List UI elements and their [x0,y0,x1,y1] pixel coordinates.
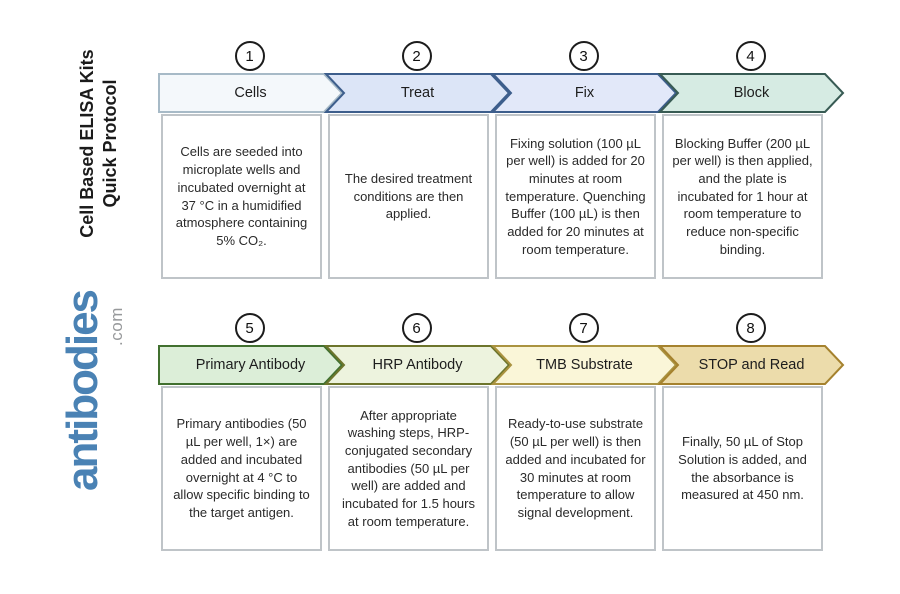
chevron-polygon [158,345,344,385]
step-number: 3 [579,47,588,65]
step-description-box: After appropriate washing steps, HRP-con… [328,386,489,551]
chevron-arrow-shape [657,73,845,113]
vertical-page-title: Cell Based ELISA Kits Quick Protocol [76,41,121,246]
step-description: Primary antibodies (50 µL per well, 1×) … [173,416,310,520]
step-description: Finally, 50 µL of Stop Solution is added… [678,434,807,503]
step-number-badge: 6 [401,313,432,343]
brand-tld: .com [107,307,126,346]
step-label: Treat [400,85,435,101]
chevron-polygon [490,73,678,113]
chevron-polygon [490,345,678,385]
step-arrow-banner: Cells [158,73,344,113]
chevron-polygon [158,73,344,113]
chevron-arrow-shape [490,345,678,385]
step-column: 6 HRP Antibody After appropriate washing… [323,313,511,551]
step-number-badge: 5 [234,313,265,343]
step-number: 4 [746,47,755,65]
chevron-arrow-shape [657,345,845,385]
step-label: STOP and Read [698,357,805,373]
step-label: Block [733,85,770,101]
step-label: HRP Antibody [372,357,463,373]
step-description-box: Fixing solution (100 µL per well) is add… [495,114,656,279]
step-number-badge: 1 [234,41,265,71]
step-label: TMB Substrate [536,357,633,373]
protocol-row-2: 5 Primary Antibody Primary antibodies (5… [158,313,845,551]
page-title-line1: Cell Based ELISA Kits [77,49,97,238]
step-description: Fixing solution (100 µL per well) is add… [505,135,646,257]
step-arrow-banner: Fix [490,73,678,113]
step-number-badge: 3 [568,41,599,71]
step-number-badge: 7 [568,313,599,343]
chevron-polygon [323,345,511,385]
step-label: Fix [574,85,595,101]
chevron-polygon [657,345,845,385]
brand-logo: antibodies .com [58,291,126,491]
step-description-box: Blocking Buffer (200 µL per well) is the… [662,114,823,279]
step-arrow-banner: TMB Substrate [490,345,678,385]
step-description-box: Finally, 50 µL of Stop Solution is added… [662,386,823,551]
step-description-box: Primary antibodies (50 µL per well, 1×) … [161,386,322,551]
step-number: 1 [245,47,254,65]
step-description: Blocking Buffer (200 µL per well) is the… [672,135,813,257]
protocol-row-1: 1 Cells Cells are seeded into microplate… [158,41,845,279]
step-column: 8 STOP and Read Finally, 50 µL of Stop S… [657,313,845,551]
chevron-arrow-shape [323,73,511,113]
chevron-arrow-shape [323,345,511,385]
step-column: 2 Treat The desired treatment conditions… [323,41,511,279]
step-number: 5 [245,319,254,337]
step-number-badge: 8 [735,313,766,343]
step-description-box: The desired treatment conditions are the… [328,114,489,279]
step-description: Ready-to-use substrate (50 µL per well) … [505,416,646,520]
step-arrow-banner: Block [657,73,845,113]
step-description-box: Cells are seeded into microplate wells a… [161,114,322,279]
chevron-arrow-shape [158,345,344,385]
step-arrow-banner: STOP and Read [657,345,845,385]
step-column: 3 Fix Fixing solution (100 µL per well) … [490,41,678,279]
step-number: 8 [746,319,755,337]
step-number: 2 [412,47,421,65]
chevron-polygon [323,73,511,113]
step-column: 7 TMB Substrate Ready-to-use substrate (… [490,313,678,551]
brand-wordmark: antibodies [58,290,107,491]
chevron-arrow-shape [490,73,678,113]
step-number: 7 [579,319,588,337]
step-description: The desired treatment conditions are the… [344,170,473,222]
step-description: Cells are seeded into microplate wells a… [175,144,308,248]
step-column: 1 Cells Cells are seeded into microplate… [158,41,344,279]
chevron-arrow-shape [158,73,344,113]
step-description: After appropriate washing steps, HRP-con… [342,407,475,529]
step-arrow-banner: Primary Antibody [158,345,344,385]
step-label: Primary Antibody [195,357,306,373]
step-label: Cells [234,85,267,101]
step-number-badge: 4 [735,41,766,71]
step-description-box: Ready-to-use substrate (50 µL per well) … [495,386,656,551]
chevron-polygon [657,73,845,113]
step-arrow-banner: Treat [323,73,511,113]
step-column: 5 Primary Antibody Primary antibodies (5… [158,313,344,551]
step-arrow-banner: HRP Antibody [323,345,511,385]
page-title-line2: Quick Protocol [99,79,120,208]
step-number: 6 [412,319,421,337]
step-number-badge: 2 [401,41,432,71]
step-column: 4 Block Blocking Buffer (200 µL per well… [657,41,845,279]
